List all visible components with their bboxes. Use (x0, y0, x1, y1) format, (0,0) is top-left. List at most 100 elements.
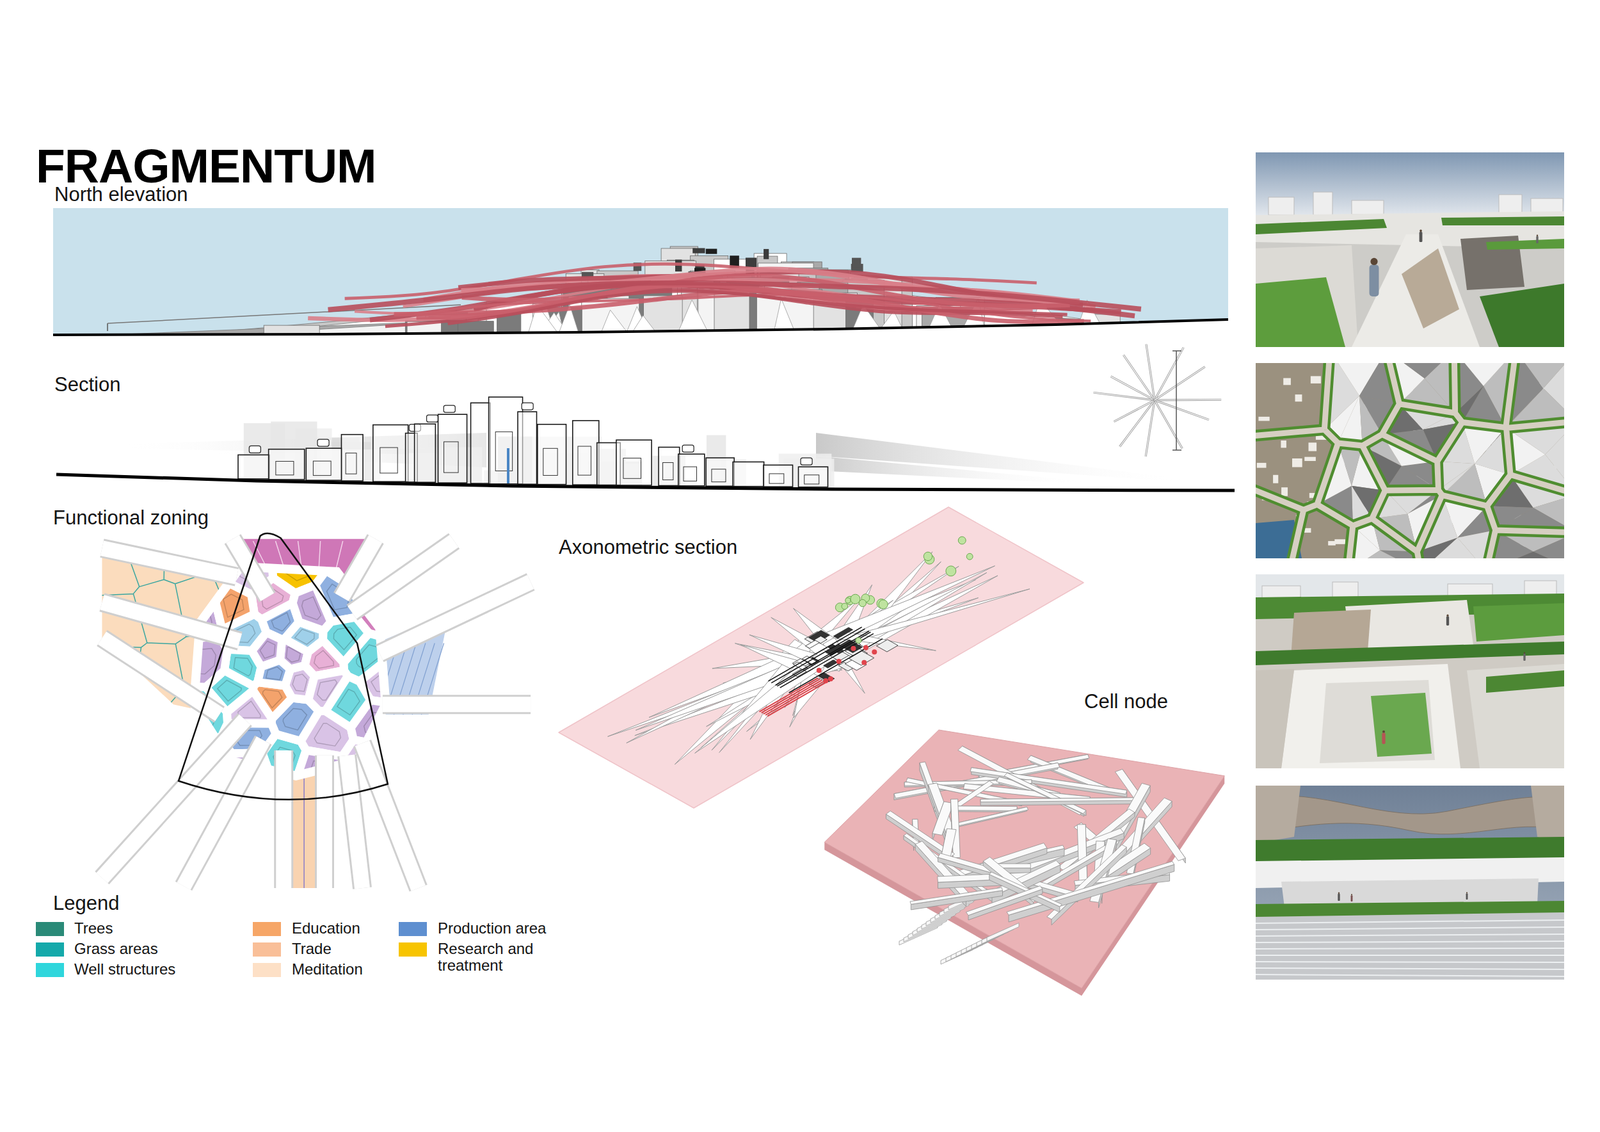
section-drawing (56, 396, 1235, 491)
section-cut (341, 434, 363, 481)
person-body (1523, 653, 1526, 661)
mast-line (106, 323, 109, 331)
section-cut (705, 457, 735, 486)
section-line (776, 631, 871, 686)
zone-cell (257, 659, 291, 686)
person-body (1446, 616, 1449, 626)
red-mark (863, 645, 869, 651)
section-cut (438, 414, 468, 483)
render-courtyard-view (1255, 785, 1565, 980)
red-rail (761, 679, 820, 713)
ray (1146, 344, 1155, 400)
shape (1530, 785, 1565, 843)
floor-stripe (1255, 954, 1565, 956)
ray (1093, 392, 1155, 400)
opening (275, 461, 294, 475)
core-block (814, 635, 827, 643)
red-rail (765, 680, 824, 715)
legend-text: Trees (74, 919, 184, 937)
roof-box (682, 444, 694, 452)
red-mark (871, 648, 877, 655)
ray (1154, 347, 1184, 400)
arm-path (275, 750, 292, 888)
legend-text: Trade (291, 940, 401, 957)
section-cut (678, 453, 705, 486)
section-cut (732, 461, 764, 486)
dimension-tick (1172, 449, 1182, 451)
view-label: North elevation (54, 184, 189, 205)
ground-fill (53, 319, 1229, 346)
render-top-view (1255, 362, 1565, 559)
cell-inner-line (238, 700, 261, 718)
ray (1154, 400, 1183, 448)
wavy-slab (1255, 795, 1565, 834)
shape (1255, 277, 1346, 347)
core-block (876, 639, 898, 652)
arm-path (316, 755, 333, 888)
roof-box (248, 445, 261, 453)
shape (1351, 234, 1480, 347)
ray (1154, 366, 1206, 400)
core-block (848, 650, 874, 665)
opening (495, 431, 512, 471)
person-body (1351, 894, 1353, 902)
tree-dot (855, 637, 862, 644)
slab-side (980, 797, 1138, 806)
spike (608, 650, 838, 736)
building-block (714, 291, 750, 335)
person-head (1446, 614, 1449, 617)
opening (804, 474, 820, 484)
cell-inner-line (314, 650, 335, 669)
roof (1334, 538, 1346, 544)
legend-swatch (35, 921, 64, 936)
roof (1292, 458, 1303, 468)
view-label: Legend (53, 892, 120, 913)
legend-swatch (398, 921, 427, 936)
tree-dot (966, 552, 973, 560)
red-mark (836, 658, 842, 664)
red-mark (816, 667, 822, 673)
key-plan (1093, 344, 1222, 457)
cell-node-model (824, 729, 1225, 996)
roof (1258, 416, 1270, 422)
ray (1120, 400, 1155, 447)
floor-stripe (1255, 933, 1565, 936)
tree-dot (845, 597, 851, 603)
slab-top (980, 797, 1138, 802)
ground (1255, 152, 1565, 347)
roof (1256, 462, 1267, 468)
arm-path (382, 696, 531, 712)
fin (774, 298, 795, 330)
site-boundary (178, 533, 388, 800)
section-cut (305, 448, 342, 480)
floor-stripe (1255, 974, 1565, 976)
arm-edge (314, 755, 335, 888)
person-body (1381, 732, 1385, 744)
section-line (768, 626, 862, 681)
opening (577, 446, 591, 475)
section-cut (471, 402, 491, 484)
cell-inner-line (337, 688, 360, 715)
roof-box (443, 405, 456, 413)
section-cut (763, 464, 793, 487)
section-cut (414, 423, 436, 482)
legend-swatch (252, 921, 281, 936)
distant-building (1351, 200, 1384, 215)
shape (1370, 692, 1432, 757)
spike (840, 572, 987, 655)
shape (1319, 679, 1435, 763)
roof-box (521, 402, 534, 410)
ray (1123, 354, 1155, 400)
section-cut (616, 439, 652, 486)
opening (312, 460, 331, 475)
sky (1255, 152, 1565, 217)
shape (1486, 670, 1565, 693)
cell-inner-line (292, 673, 308, 692)
shape (1255, 641, 1565, 665)
shape (1255, 785, 1301, 843)
arm-path (101, 637, 219, 715)
cell-inner-line (259, 640, 276, 658)
shard (1486, 551, 1565, 559)
roof (1272, 474, 1279, 484)
